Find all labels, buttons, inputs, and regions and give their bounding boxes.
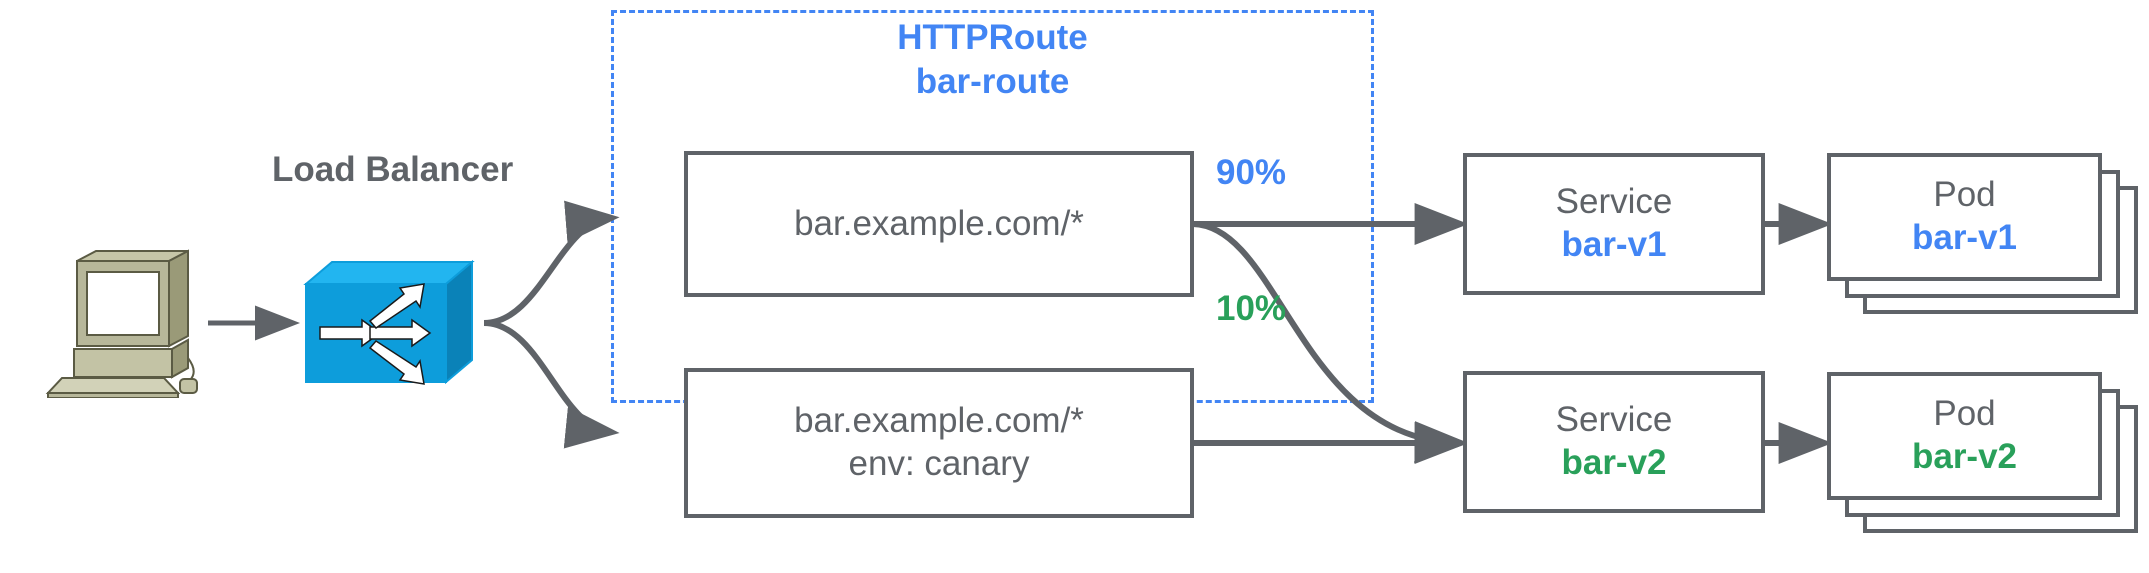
service-kind-label-v2: Service <box>1555 400 1673 440</box>
pod-name-label-v2: bar-v2 <box>1911 437 2018 476</box>
httproute-kind-label: HTTPRoute <box>897 18 1088 57</box>
pod-name-label-v1: bar-v1 <box>1911 218 2018 257</box>
route-primary-match: bar.example.com/* <box>794 203 1084 243</box>
pod-box-bar-v2[interactable]: Pod bar-v2 <box>1827 372 2102 500</box>
load-balancer-label: Load Balancer <box>272 150 514 189</box>
service-kind-label-v1: Service <box>1555 182 1673 222</box>
edge-lb-to-route-primary <box>483 200 620 326</box>
service-name-label-v1: bar-v1 <box>1561 225 1667 264</box>
service-name-label-v2: bar-v2 <box>1561 443 1667 482</box>
pod-kind-label-v2: Pod <box>1933 394 1996 434</box>
load-balancer-switch-icon <box>300 256 480 391</box>
edge-lb-to-route-canary <box>483 320 620 449</box>
pod-kind-label-v1: Pod <box>1933 175 1996 215</box>
httproute-name-label: bar-route <box>915 62 1070 101</box>
pod-box-bar-v1[interactable]: Pod bar-v1 <box>1827 153 2102 281</box>
route-canary-match: bar.example.com/* <box>794 401 1084 441</box>
route-box-canary[interactable]: bar.example.com/* env: canary <box>684 368 1194 518</box>
service-box-bar-v2[interactable]: Service bar-v2 <box>1463 371 1765 513</box>
weight-label-90: 90% <box>1216 153 1287 192</box>
route-canary-header: env: canary <box>848 444 1030 483</box>
service-box-bar-v1[interactable]: Service bar-v1 <box>1463 153 1765 295</box>
desktop-computer-icon <box>38 248 198 399</box>
route-box-primary[interactable]: bar.example.com/* <box>684 151 1194 297</box>
edge-route-primary-to-service-v2 <box>1192 221 1469 464</box>
weight-label-10: 10% <box>1216 289 1287 328</box>
httproute-group-title: HTTPRoute bar-route <box>611 18 1374 102</box>
